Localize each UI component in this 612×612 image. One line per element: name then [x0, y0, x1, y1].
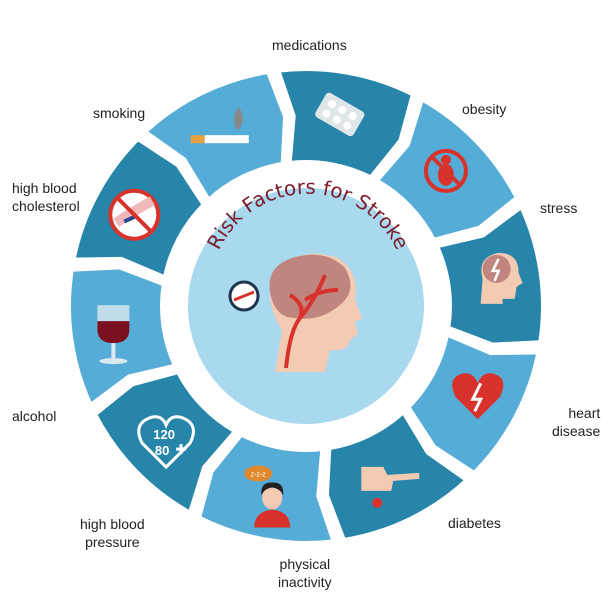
factor-label: alcohol [12, 408, 57, 424]
factor-label: high blood cholesterol [12, 180, 80, 214]
factor-label: medications [272, 37, 347, 53]
heart-lightning-icon [452, 373, 504, 420]
factor-label: physical inactivity [278, 556, 332, 590]
head-brain-illustration [228, 253, 362, 372]
factor-label: diabetes [448, 515, 501, 531]
factor-label: high blood pressure [80, 516, 145, 550]
svg-text:120: 120 [153, 427, 175, 442]
factor-label: stress [540, 200, 578, 216]
cigarette-icon [190, 107, 249, 144]
svg-text:z-z-z: z-z-z [251, 472, 267, 479]
segment-high-blood-pressure [90, 367, 242, 519]
factor-label: heart disease [552, 405, 601, 439]
finger-blood-drop-icon [361, 466, 420, 508]
wine-glass-icon [97, 305, 130, 365]
factor-label: smoking [93, 105, 146, 121]
no-obesity-icon [423, 148, 468, 193]
pill-blister-icon [315, 92, 365, 137]
sleeping-person-icon: z-z-z [244, 465, 291, 528]
svg-text:80: 80 [155, 443, 169, 458]
no-cholesterol-icon [108, 188, 161, 241]
stressed-head-icon [480, 252, 523, 304]
factor-label: obesity [462, 101, 507, 117]
